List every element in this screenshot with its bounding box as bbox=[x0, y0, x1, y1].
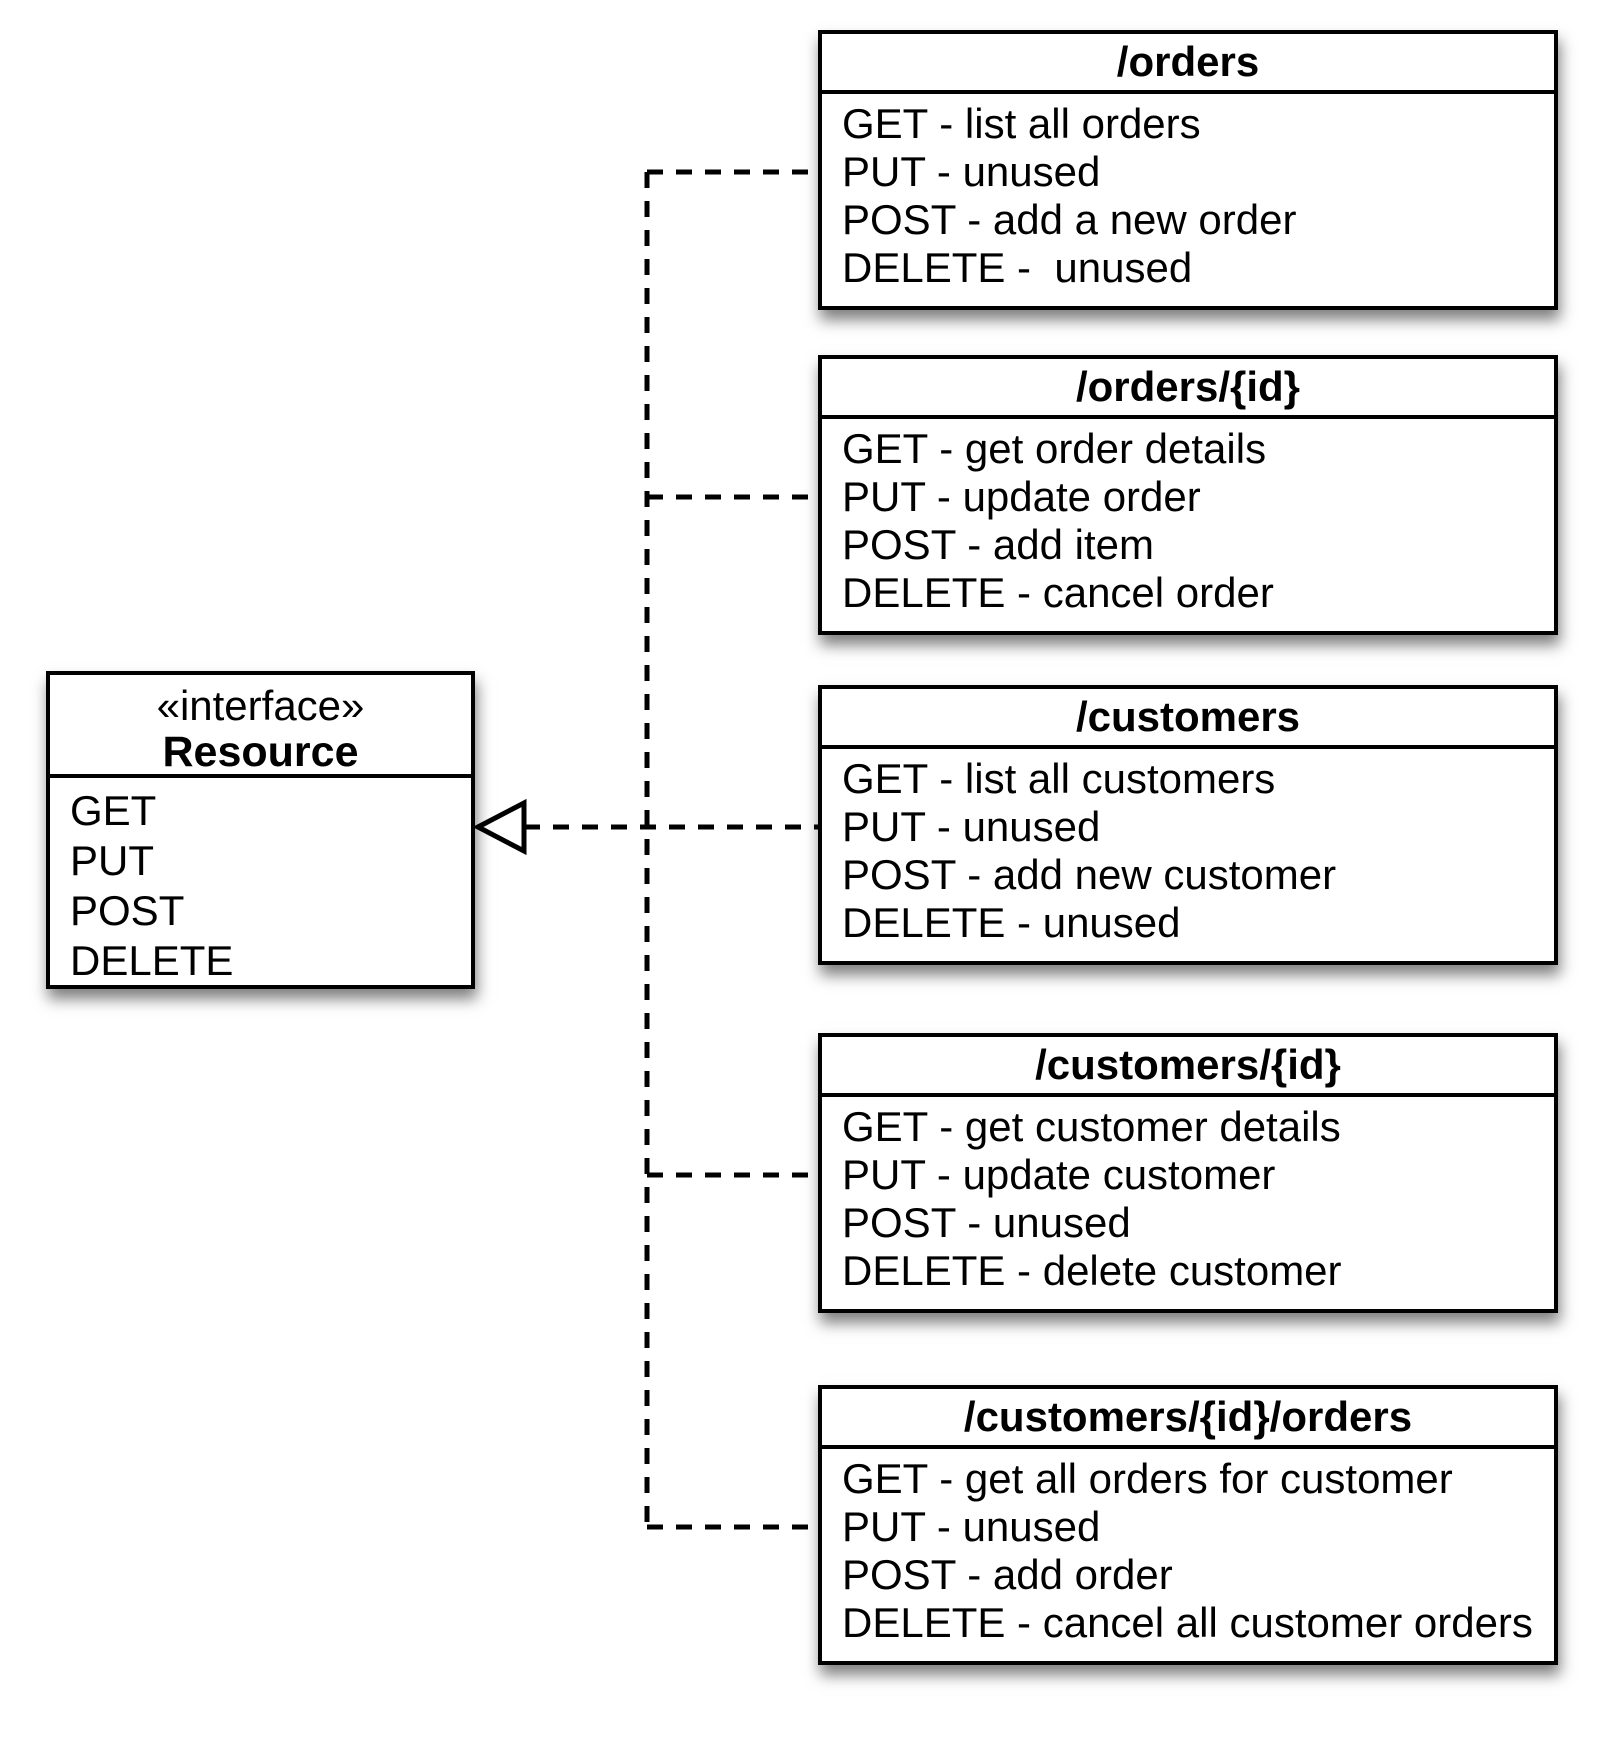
operation-list: GET - list all customers PUT - unused PO… bbox=[822, 749, 1554, 947]
resource-path-title: /customers/{id}/orders bbox=[822, 1389, 1554, 1449]
operation-row: GET - get order details bbox=[842, 425, 1267, 472]
operation-row: GET - get customer details bbox=[842, 1103, 1341, 1150]
operation-row: POST - add order bbox=[842, 1551, 1173, 1598]
operation-row: GET - get all orders for customer bbox=[842, 1455, 1453, 1502]
operation-row: GET - list all customers bbox=[842, 755, 1276, 802]
hollow-triangle-arrowhead bbox=[472, 798, 527, 856]
interface-method-list: GET PUT POST DELETE bbox=[50, 778, 471, 986]
resource-box-customers: /customers GET - list all customers PUT … bbox=[818, 685, 1558, 965]
operation-row: DELETE - unused bbox=[842, 899, 1181, 946]
operation-row: POST - add new customer bbox=[842, 851, 1337, 898]
operation-row: PUT - unused bbox=[842, 1503, 1101, 1550]
resource-box-orders: /orders GET - list all orders PUT - unus… bbox=[818, 30, 1558, 310]
resource-box-customers-id-orders: /customers/{id}/orders GET - get all ord… bbox=[818, 1385, 1558, 1665]
resource-path-title: /orders bbox=[822, 34, 1554, 94]
operation-row: POST - unused bbox=[842, 1199, 1131, 1246]
operation-list: GET - list all orders PUT - unused POST … bbox=[822, 94, 1554, 292]
interface-method-get: GET bbox=[70, 787, 157, 834]
interface-method-post: POST bbox=[70, 887, 185, 934]
interface-name: Resource bbox=[162, 728, 359, 776]
operation-row: DELETE - delete customer bbox=[842, 1247, 1342, 1294]
interface-method-put: PUT bbox=[70, 837, 154, 884]
operation-row: DELETE - cancel order bbox=[842, 569, 1274, 616]
operation-row: POST - add a new order bbox=[842, 196, 1297, 243]
resource-box-customers-id: /customers/{id} GET - get customer detai… bbox=[818, 1033, 1558, 1313]
operation-row: POST - add item bbox=[842, 521, 1155, 568]
operation-row: PUT - unused bbox=[842, 803, 1101, 850]
operation-row: PUT - update customer bbox=[842, 1151, 1276, 1198]
operation-row: DELETE - unused bbox=[842, 244, 1193, 291]
operation-row: GET - list all orders bbox=[842, 100, 1201, 147]
operation-row: DELETE - cancel all customer orders bbox=[842, 1599, 1533, 1646]
resource-box-orders-id: /orders/{id} GET - get order details PUT… bbox=[818, 355, 1558, 635]
operation-list: GET - get customer details PUT - update … bbox=[822, 1097, 1554, 1295]
interface-resource-box: «interface» Resource GET PUT POST DELETE bbox=[46, 671, 475, 989]
interface-box-header: «interface» Resource bbox=[50, 675, 471, 778]
interface-method-delete: DELETE bbox=[70, 937, 234, 984]
operation-row: PUT - update order bbox=[842, 473, 1201, 520]
operation-list: GET - get all orders for customer PUT - … bbox=[822, 1449, 1554, 1647]
interface-stereotype: «interface» bbox=[156, 682, 365, 729]
operation-list: GET - get order details PUT - update ord… bbox=[822, 419, 1554, 617]
resource-path-title: /orders/{id} bbox=[822, 359, 1554, 419]
resource-path-title: /customers/{id} bbox=[822, 1037, 1554, 1097]
resource-path-title: /customers bbox=[822, 689, 1554, 749]
operation-row: PUT - unused bbox=[842, 148, 1101, 195]
